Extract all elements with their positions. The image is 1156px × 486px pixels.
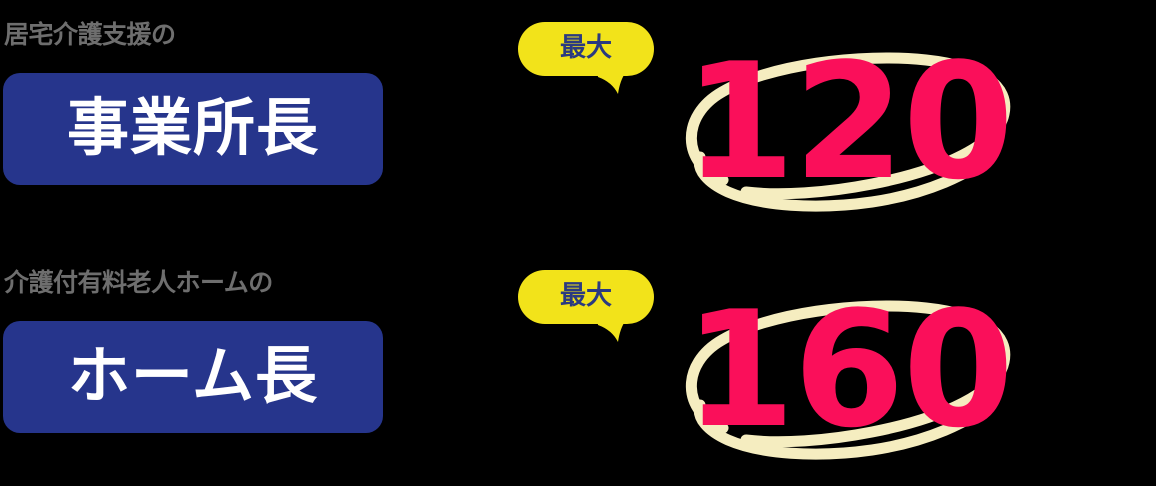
max-speech-bubble: 最大 [518, 270, 658, 350]
speech-bubble-label: 最大 [559, 33, 612, 63]
role-badge-label: ホーム長 [67, 339, 319, 412]
salary-figure-group: 120 [676, 42, 1016, 220]
role-caption: 居宅介護支援の [4, 20, 176, 49]
salary-number: 160 [684, 276, 1014, 463]
speech-bubble-label: 最大 [559, 281, 612, 311]
role-left-column: 介護付有料老人ホームの ホーム長 [0, 248, 400, 448]
speech-bubble-tail-icon [597, 68, 626, 94]
role-caption: 介護付有料老人ホームの [4, 268, 273, 297]
speech-bubble-tail-icon [597, 316, 626, 342]
speech-bubble-body: 最大 [518, 270, 654, 324]
role-left-column: 居宅介護支援の 事業所長 [0, 0, 400, 200]
speech-bubble-body: 最大 [518, 22, 654, 76]
salary-number: 120 [684, 28, 1014, 215]
role-badge: ホーム長 [3, 321, 383, 433]
salary-figure-group: 160 [676, 290, 1016, 468]
role-salary-row: 居宅介護支援の 事業所長 最大 120 [0, 0, 1156, 215]
role-badge: 事業所長 [3, 73, 383, 185]
role-badge-label: 事業所長 [66, 91, 319, 164]
role-salary-row: 介護付有料老人ホームの ホーム長 最大 160 [0, 248, 1156, 463]
max-speech-bubble: 最大 [518, 22, 658, 102]
